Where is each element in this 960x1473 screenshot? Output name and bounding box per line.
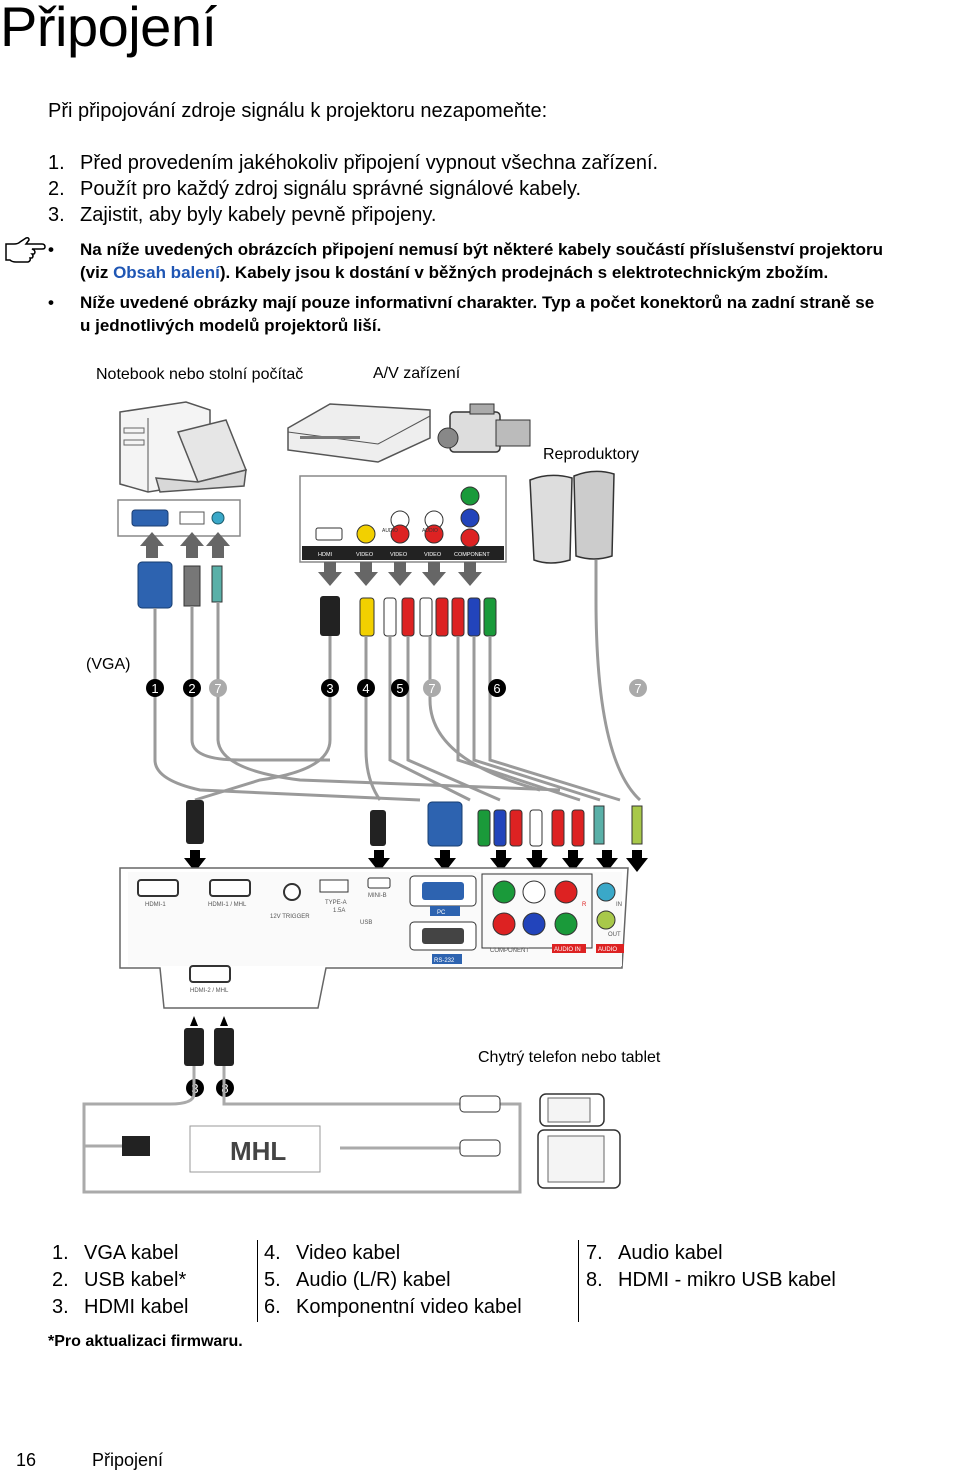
- svg-text:USB: USB: [360, 920, 372, 926]
- pointing-hand-icon: [5, 237, 46, 263]
- footer-section: Připojení: [92, 1450, 164, 1470]
- svg-text:MINI-B: MINI-B: [368, 893, 387, 899]
- svg-text:TYPE-A: TYPE-A: [325, 900, 347, 906]
- cable-connectors-top: [137, 561, 497, 637]
- legend-item: 1.VGA kabel: [52, 1242, 179, 1264]
- cable-connectors-bottom: [186, 800, 643, 847]
- projector-arrows: [184, 850, 648, 872]
- mhl-connectors: [184, 1016, 234, 1066]
- legend-item: 7.Audio kabel: [586, 1242, 723, 1264]
- hdmi-plug-icon: [122, 1136, 150, 1156]
- label-phone: Chytrý telefon nebo tablet: [478, 1049, 661, 1066]
- legend-divider: [257, 1240, 258, 1322]
- legend-divider: [578, 1240, 579, 1322]
- marker: 4: [357, 679, 375, 697]
- svg-text:2: 2: [188, 681, 195, 696]
- note-1: • Na níže uvedených obrázcích připojení …: [48, 240, 884, 282]
- label-pc: Notebook nebo stolní počítač: [96, 366, 303, 383]
- svg-text:AUDIO: AUDIO: [422, 528, 438, 534]
- svg-text:5: 5: [396, 681, 403, 696]
- step-item: 1.Před provedením jakéhokoliv připojení …: [48, 152, 659, 174]
- pc-port-panel: [117, 499, 241, 537]
- svg-text:AUDIO: AUDIO: [598, 947, 617, 953]
- projector-panel: HDMI-1 HDMI-1 / MHL 12V TRIGGER TYPE-A 1…: [119, 867, 629, 1009]
- obsah-baleni-link[interactable]: Obsah balení: [113, 263, 220, 282]
- micro-usb-plug-icon: [459, 1095, 501, 1113]
- svg-text:6: 6: [493, 681, 500, 696]
- cable-markers: 1 2 7 3 4 5 7 6 7 3 8: [146, 679, 647, 1097]
- step-item: 3.Zajistit, aby byly kabely pevně připoj…: [48, 204, 437, 226]
- steps-list: 1.Před provedením jakéhokoliv připojení …: [48, 150, 658, 228]
- svg-text:1.5A: 1.5A: [333, 908, 345, 914]
- label-av: A/V zařízení: [373, 365, 461, 382]
- svg-text:PC: PC: [437, 910, 446, 916]
- svg-text:HDMI-1: HDMI-1: [145, 902, 166, 908]
- cable-wires: [153, 560, 642, 802]
- legend-col-3: 7.Audio kabel 8.HDMI - mikro USB kabel: [586, 1240, 836, 1294]
- legend-item: 3.HDMI kabel: [52, 1296, 189, 1318]
- marker: 3: [321, 679, 339, 697]
- label-vga: (VGA): [86, 656, 130, 673]
- av-port-panel: HDMI VIDEO VIDEO VIDEO COMPONENT AUDIO A…: [299, 475, 507, 563]
- mhl-adapter: MHL: [189, 1125, 321, 1173]
- svg-text:1: 1: [151, 681, 158, 696]
- connection-diagram: Notebook nebo stolní počítač A/V zařízen…: [82, 365, 661, 1194]
- intro-text: Při připojování zdroje signálu k projekt…: [48, 100, 548, 122]
- svg-text:COMPONENT: COMPONENT: [490, 948, 529, 954]
- svg-text:12V TRIGGER: 12V TRIGGER: [270, 914, 310, 920]
- svg-text:7: 7: [634, 681, 641, 696]
- legend-item: 8.HDMI - mikro USB kabel: [586, 1269, 836, 1291]
- svg-text:RS-232: RS-232: [434, 958, 455, 964]
- legend-item: 2.USB kabel*: [52, 1269, 187, 1291]
- svg-text:R: R: [582, 902, 587, 908]
- legend-col-2: 4.Video kabel 5.Audio (L/R) kabel 6.Komp…: [264, 1240, 522, 1321]
- smartphone-icon: [539, 1093, 605, 1127]
- svg-text:HDMI-1 / MHL: HDMI-1 / MHL: [208, 902, 247, 908]
- page-number: 16: [16, 1450, 37, 1470]
- svg-text:VIDEO: VIDEO: [356, 552, 374, 558]
- dvd-player-icon: [287, 403, 431, 463]
- svg-text:AUDIO IN: AUDIO IN: [554, 947, 581, 953]
- marker: 7: [209, 679, 227, 697]
- micro-usb-plug-icon: [459, 1139, 501, 1157]
- marker: 6: [488, 679, 506, 697]
- speakers-icon: [529, 470, 615, 564]
- legend-item: 5.Audio (L/R) kabel: [264, 1269, 451, 1291]
- mhl-logo: MHL: [230, 1136, 286, 1166]
- marker: 7: [629, 679, 647, 697]
- svg-text:AUDIO: AUDIO: [382, 528, 398, 534]
- step-item: 2.Použít pro každý zdroj signálu správné…: [48, 178, 582, 200]
- svg-text:VIDEO: VIDEO: [390, 552, 408, 558]
- svg-text:COMPONENT: COMPONENT: [454, 552, 490, 558]
- svg-text:3: 3: [326, 681, 333, 696]
- svg-text:HDMI-2 / MHL: HDMI-2 / MHL: [190, 988, 229, 994]
- svg-text:4: 4: [362, 681, 369, 696]
- camcorder-icon: [437, 403, 531, 453]
- legend-col-1: 1.VGA kabel 2.USB kabel* 3.HDMI kabel: [52, 1240, 188, 1321]
- note-2: • Níže uvedené obrázky mají pouze inform…: [48, 293, 875, 335]
- marker: 1: [146, 679, 164, 697]
- label-speakers: Reproduktory: [543, 446, 639, 463]
- svg-text:HDMI: HDMI: [318, 552, 333, 558]
- svg-text:7: 7: [428, 681, 435, 696]
- marker: 5: [391, 679, 409, 697]
- laptop-icon: [154, 419, 248, 493]
- footnote: *Pro aktualizaci firmwaru.: [48, 1333, 243, 1350]
- svg-text:7: 7: [214, 681, 221, 696]
- svg-text:IN: IN: [616, 902, 622, 908]
- marker: 7: [423, 679, 441, 697]
- tablet-icon: [537, 1129, 621, 1189]
- legend-item: 6.Komponentní video kabel: [264, 1296, 522, 1318]
- marker: 2: [183, 679, 201, 697]
- page-title: Připojení: [0, 0, 217, 58]
- legend-item: 4.Video kabel: [264, 1242, 401, 1264]
- svg-text:VIDEO: VIDEO: [424, 552, 442, 558]
- source-arrows: [140, 532, 482, 586]
- svg-text:OUT: OUT: [608, 932, 621, 938]
- mhl-wires: [82, 1066, 522, 1194]
